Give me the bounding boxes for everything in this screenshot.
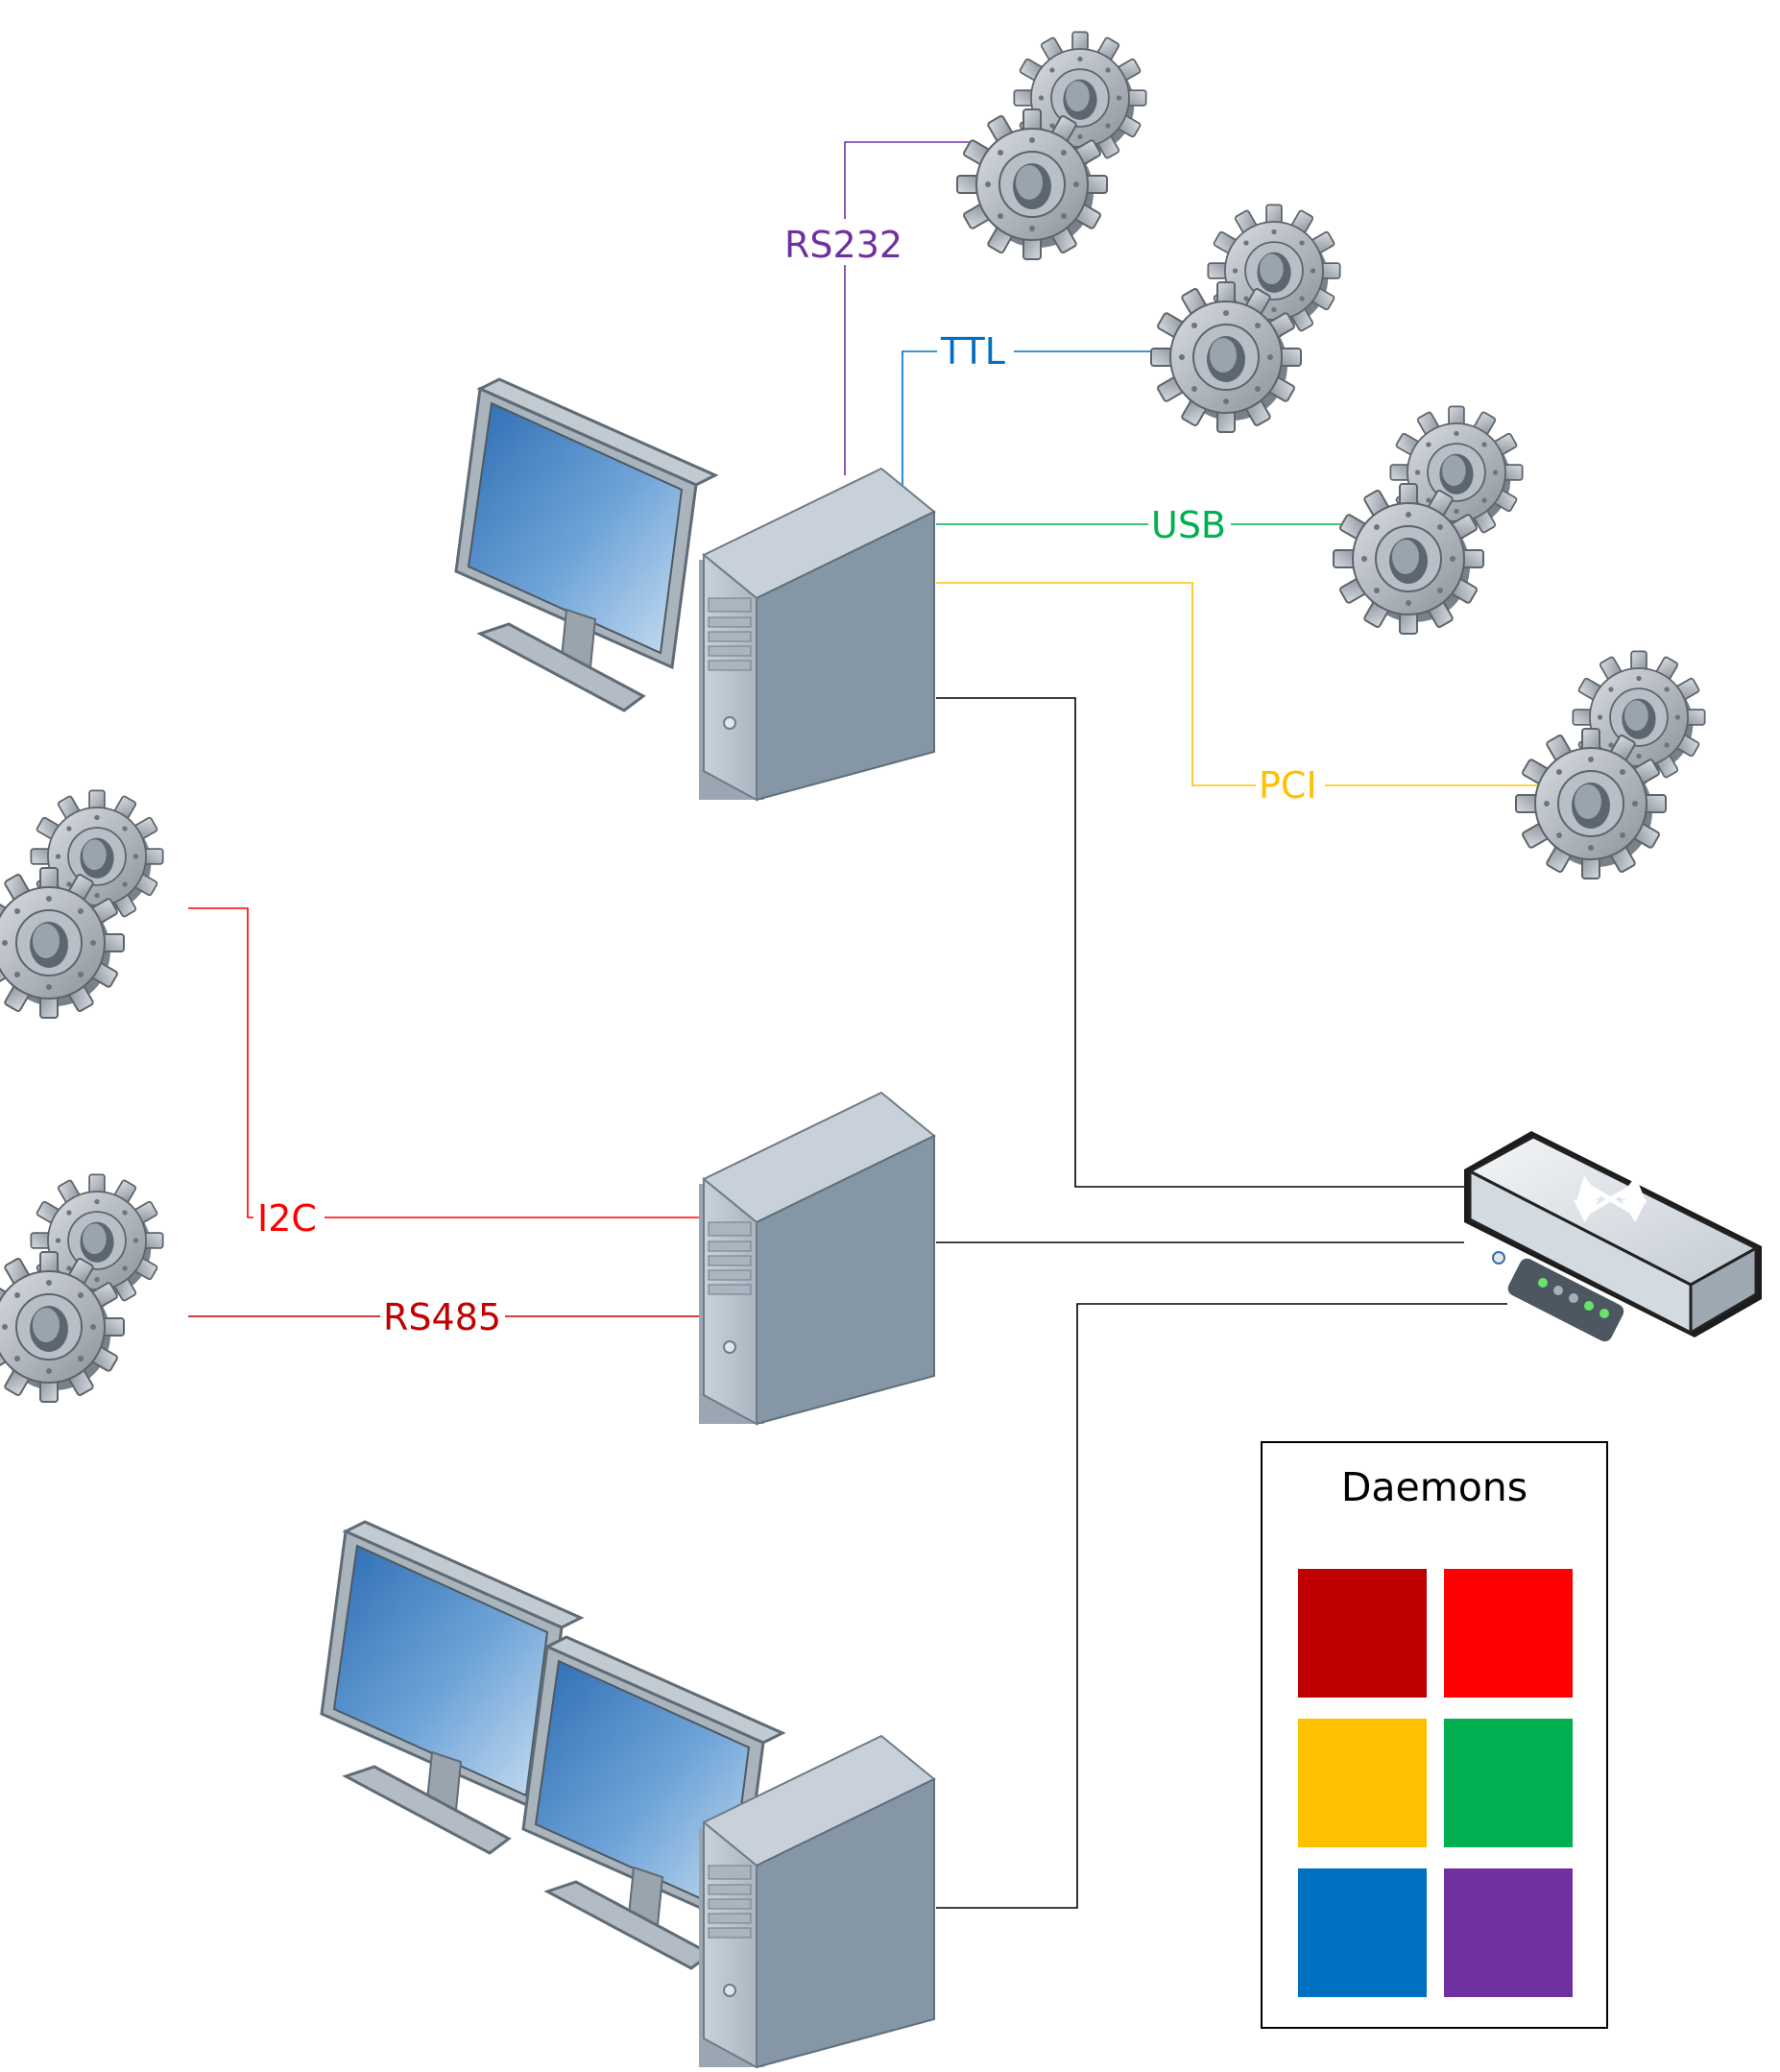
legend-swatch [1298, 1719, 1427, 1847]
usb-label: USB [1151, 504, 1226, 546]
legend-swatch [1444, 1569, 1573, 1698]
legend-swatch [1298, 1569, 1427, 1698]
monitor-icon [454, 377, 717, 712]
network-line-top [936, 697, 1464, 1188]
gear-cluster-icon [0, 790, 163, 1018]
pci-line [936, 582, 1555, 786]
router-icon [1464, 1131, 1762, 1342]
network-line-bottom [936, 1303, 1507, 1909]
legend-title: Daemons [1341, 1464, 1527, 1510]
connection-labels: RS232 TTL USB PCI I2C RS485 [253, 219, 1325, 1338]
gear-cluster-icon [957, 32, 1146, 259]
rs485-label: RS485 [383, 1296, 501, 1338]
daemons-legend: Daemons [1261, 1441, 1608, 2029]
gear-cluster-icon [0, 1174, 163, 1402]
rs232-label: RS232 [784, 224, 902, 266]
gear-cluster-icon [1516, 651, 1705, 879]
pci-label: PCI [1259, 764, 1317, 807]
server-tower-icon [698, 1092, 935, 1425]
i2c-line [188, 907, 703, 1218]
gear-cluster-icon [1151, 205, 1340, 432]
ttl-line [902, 350, 1191, 485]
i2c-label: I2C [257, 1197, 317, 1240]
legend-swatch [1444, 1868, 1573, 1997]
gear-cluster-icon [1334, 406, 1523, 634]
legend-swatch [1298, 1868, 1427, 1997]
server-tower-icon [698, 468, 935, 801]
ttl-label: TTL [940, 330, 1005, 373]
rs232-line [844, 141, 974, 475]
legend-swatch [1444, 1719, 1573, 1847]
